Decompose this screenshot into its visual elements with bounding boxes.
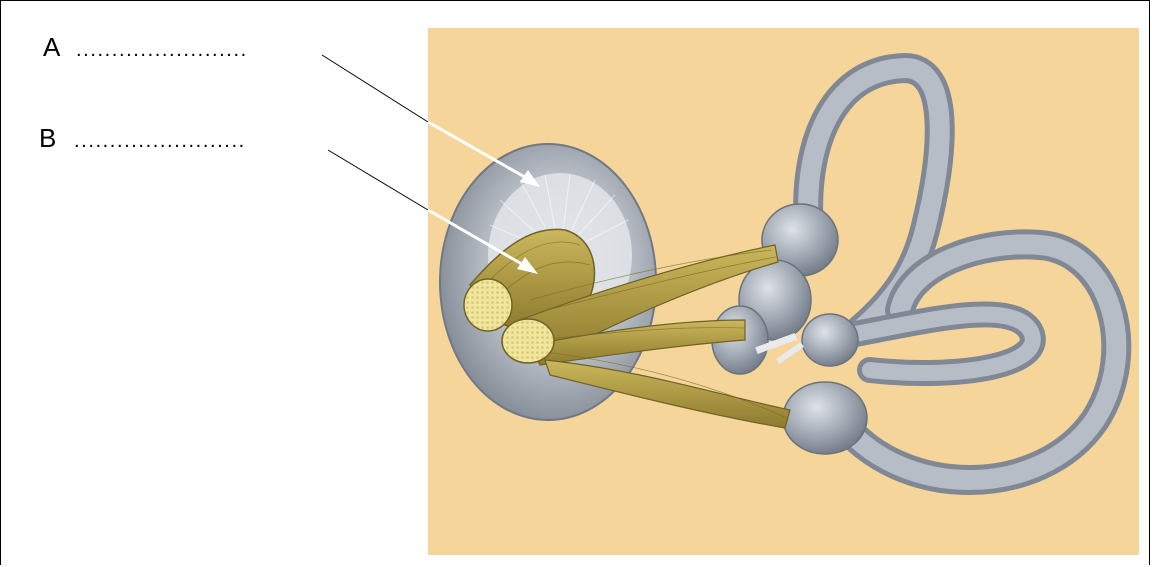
leader-lines (322, 55, 428, 210)
leader-line-a (322, 55, 428, 122)
leader-line-b (328, 150, 428, 210)
